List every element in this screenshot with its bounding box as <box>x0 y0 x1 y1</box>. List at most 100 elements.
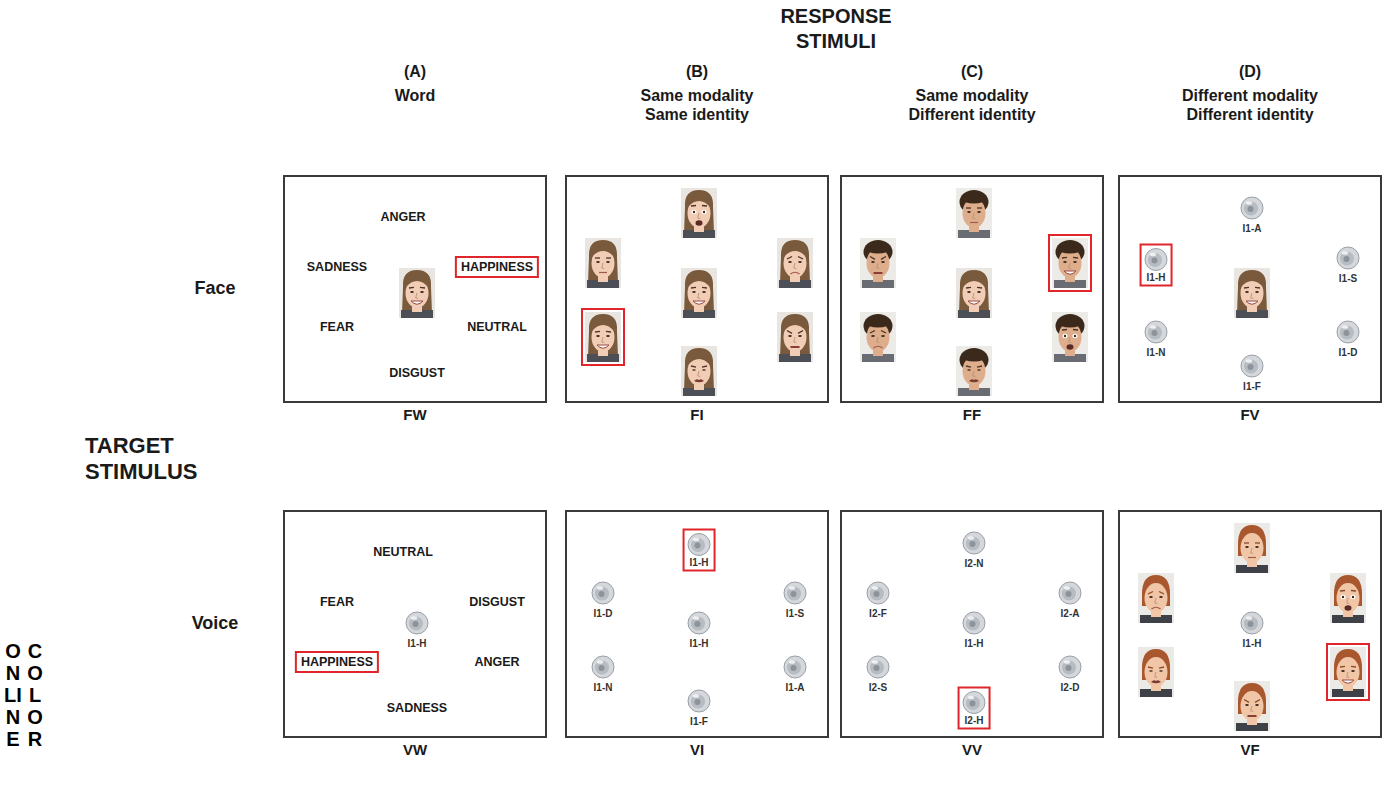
speaker-icon <box>1059 582 1081 604</box>
speaker-icon <box>1337 321 1359 343</box>
selected-voice-box: I2-H <box>958 687 991 730</box>
condition-code: FV <box>1240 406 1259 423</box>
column-header: Different modality Different identity <box>1163 86 1338 124</box>
speaker-icon <box>592 656 614 678</box>
speaker-icon <box>688 534 710 556</box>
face-photo <box>956 268 992 318</box>
stimulus-panel: NEUTRALFEARDISGUSTI1-HANGERSADNESSVWHAPP… <box>283 510 547 738</box>
emotion-word: NEUTRAL <box>467 320 527 334</box>
speaker-icon <box>963 612 985 634</box>
speaker-label: I1-S <box>786 608 804 619</box>
speaker-icon <box>784 656 806 678</box>
face-photo <box>956 188 992 238</box>
speaker-icon-space <box>690 533 709 557</box>
emotion-word: ANGER <box>474 655 519 669</box>
face-photo <box>1330 647 1366 697</box>
stimulus-panel: FI <box>565 175 829 403</box>
stimulus-panel: ANGERSADNESSFEARNEUTRALDISGUSTFWHAPPINES… <box>283 175 547 403</box>
speaker-icon <box>963 532 985 554</box>
face-photo <box>1052 312 1088 362</box>
answer-highlight <box>1049 235 1091 291</box>
speaker-label: I1-D <box>594 608 613 619</box>
emotion-word: DISGUST <box>469 595 525 609</box>
condition-code: VW <box>403 741 427 758</box>
emotion-word: DISGUST <box>389 366 445 380</box>
selected-voice-box: I1-H <box>1140 244 1173 287</box>
face-photo <box>1052 238 1088 288</box>
face-photo <box>860 238 896 288</box>
column-header: Same modality Same identity <box>625 86 770 124</box>
speaker-label: I2-F <box>869 608 887 619</box>
speaker-label: I1-A <box>786 682 805 693</box>
face-photo <box>585 312 621 362</box>
face-photo <box>1234 268 1270 318</box>
speaker-label: I1-H <box>1243 638 1262 649</box>
column-letter: (C) <box>961 62 983 81</box>
speaker-icon <box>1145 249 1167 271</box>
speaker-label: I1-F <box>1243 381 1261 392</box>
speaker-icon <box>1145 321 1167 343</box>
face-photo <box>681 268 717 318</box>
stimulus-panel: I1-AI1-SI1-NI1-DI1-FFVI1-H <box>1118 175 1382 403</box>
answer-highlight <box>1327 644 1369 700</box>
face-photo <box>777 238 813 288</box>
face-photo <box>956 346 992 396</box>
speaker-icon <box>1241 612 1263 634</box>
speaker-label: I1-A <box>1243 223 1262 234</box>
speaker-label: I1-H <box>965 638 984 649</box>
speaker-label: I2-H <box>965 715 984 726</box>
face-photo <box>860 312 896 362</box>
speaker-label: I1-F <box>690 716 708 727</box>
column-letter: (B) <box>686 62 708 81</box>
speaker-icon <box>1241 197 1263 219</box>
speaker-icon <box>963 692 985 714</box>
face-photo <box>1330 573 1366 623</box>
speaker-label: I1-H <box>408 638 427 649</box>
column-letter: (D) <box>1239 62 1261 81</box>
emotion-word: NEUTRAL <box>373 545 433 559</box>
column-letter: (A) <box>404 62 426 81</box>
speaker-icon <box>688 690 710 712</box>
speaker-label: I2-S <box>869 682 887 693</box>
emotion-word: HAPPINESS <box>461 260 533 274</box>
online-color-mark: COLOR <box>25 640 45 750</box>
face-photo <box>681 188 717 238</box>
condition-code: VI <box>690 741 704 758</box>
condition-code: VF <box>1240 741 1259 758</box>
speaker-label: I1-D <box>1339 347 1358 358</box>
emotion-word: SADNESS <box>387 701 447 715</box>
condition-code: FW <box>403 406 426 423</box>
speaker-label: I2-A <box>1061 608 1080 619</box>
online-color-mark: ONLINE <box>3 640 23 750</box>
face-photo <box>1234 681 1270 731</box>
stimulus-panel: I1-HVF <box>1118 510 1382 738</box>
face-photo <box>585 238 621 288</box>
speaker-label: I1-H <box>1147 272 1166 283</box>
column-header: Same modality Different identity <box>900 86 1045 124</box>
answer-highlight <box>582 309 624 365</box>
speaker-label: I1-N <box>1147 347 1166 358</box>
emotion-word: SADNESS <box>307 260 367 274</box>
speaker-icon <box>1337 247 1359 269</box>
speaker-label: I2-D <box>1061 682 1080 693</box>
selected-word-box: HAPPINESS <box>455 256 539 278</box>
emotion-word: HAPPINESS <box>301 655 373 669</box>
face-photo <box>1138 647 1174 697</box>
emotion-word: FEAR <box>320 595 354 609</box>
speaker-icon-space <box>965 691 984 715</box>
face-photo <box>777 312 813 362</box>
row-axis-title: TARGET STIMULUS <box>85 433 225 486</box>
emotion-word: FEAR <box>320 320 354 334</box>
condition-code: FF <box>963 406 981 423</box>
stimulus-panel: I1-DI1-SI1-HI1-NI1-AI1-FVII1-H <box>565 510 829 738</box>
speaker-label: I1-H <box>690 557 709 568</box>
condition-code: FI <box>690 406 703 423</box>
speaker-label: I1-S <box>1339 273 1357 284</box>
row-label: Face <box>194 278 235 300</box>
speaker-icon <box>1241 355 1263 377</box>
selected-voice-box: I1-H <box>683 529 716 572</box>
speaker-icon <box>1059 656 1081 678</box>
speaker-label: I1-H <box>690 638 709 649</box>
speaker-icon-space <box>1147 248 1166 272</box>
